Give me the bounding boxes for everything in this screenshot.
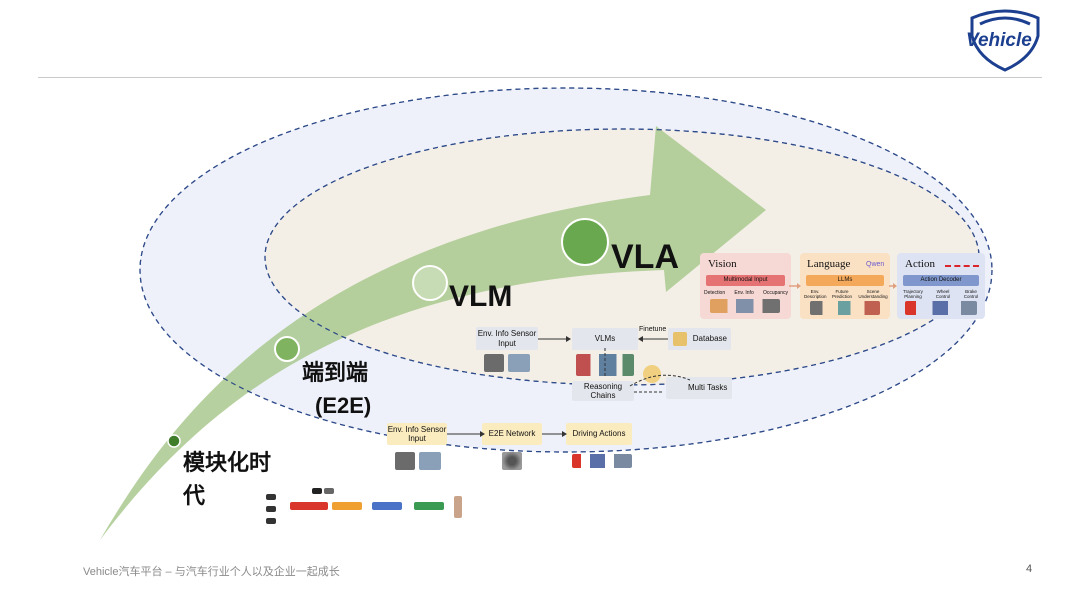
e2e-driving-actions-box: Driving Actions: [566, 423, 632, 445]
lightbulb-icon: [643, 365, 661, 383]
brand-logo: Vehicle: [962, 6, 1048, 72]
e2e-action-icons: [572, 454, 632, 468]
action-items: Trajectory Planning Wheel Control Brake …: [900, 289, 982, 299]
node-modular: [167, 434, 181, 448]
logo-text: Vehicle: [966, 30, 1032, 51]
qwen-brand: Qwen: [866, 261, 885, 268]
e2e-sensor-images: [395, 452, 415, 470]
language-item-scene: Scene Understanding: [858, 289, 888, 299]
vision-item-env: Env. Info: [734, 290, 754, 296]
vlm-env-input-box: Env. Info Sensor Input: [476, 327, 538, 350]
database-label: Database: [692, 334, 727, 344]
vlm-flow-arrows: [538, 336, 668, 342]
action-item-trajectory: Trajectory Planning: [903, 289, 923, 299]
multi-tasks-label: Multi Tasks: [688, 383, 728, 393]
language-sub: LLMs: [806, 275, 884, 286]
vision-item-occupancy: Occupancy: [762, 290, 788, 296]
node-vlm: [412, 265, 448, 301]
stage-modular-line2: 代: [183, 483, 206, 508]
vision-item-detection: Detection: [704, 290, 726, 296]
action-item-wheel: Wheel Control: [935, 289, 951, 299]
database-icon: [673, 332, 687, 346]
e2e-flow-arrows: [447, 431, 567, 437]
shield-logo-icon: [970, 9, 1040, 72]
vlm-sensor-images: [484, 354, 504, 372]
vlm-reasoning-box: Reasoning Chains: [572, 381, 634, 401]
e2e-network-box: E2E Network: [482, 423, 542, 445]
vla-panel-arrows: [789, 283, 897, 289]
stage-modular-line1: 模块化时: [183, 450, 272, 475]
vla-vision-panel: Vision Multimodal Input Detection Env. I…: [700, 253, 791, 319]
e2e-network-icon: [502, 452, 522, 470]
language-item-future: Future Prediction: [831, 289, 852, 299]
node-vla: [561, 218, 609, 266]
modular-pipeline-thumbnail: [266, 484, 466, 530]
action-icons: [905, 301, 977, 315]
language-title: Language: [807, 258, 851, 270]
language-icons: [810, 301, 880, 315]
stage-label-e2e: 端到端 (E2E): [302, 356, 371, 422]
vlm-dashed-links: [604, 348, 691, 393]
action-sub: Action Decoder: [903, 275, 979, 286]
action-title: Action: [905, 258, 935, 270]
vision-sub: Multimodal Input: [706, 275, 785, 286]
action-dashes: [945, 265, 979, 267]
vlm-camera-image: [508, 354, 530, 372]
footer-tagline: Vehicle汽车平台 – 与汽车行业个人以及企业一起成长: [83, 566, 340, 578]
stage-e2e-line2: (E2E): [315, 393, 372, 418]
header-divider: [38, 77, 1042, 78]
vla-language-panel: Language Qwen LLMs Env. Description Futu…: [800, 253, 890, 319]
page-number: 4: [1026, 563, 1033, 575]
vision-title: Vision: [708, 258, 737, 270]
vla-action-panel: Action Action Decoder Trajectory Plannin…: [897, 253, 985, 319]
e2e-camera-image: [419, 452, 441, 470]
vision-icons: [710, 299, 780, 313]
action-item-brake: Brake Control: [963, 289, 979, 299]
node-e2e: [274, 336, 300, 362]
vlm-vlms-box: VLMs: [572, 328, 638, 350]
stage-label-vla: VLA: [611, 238, 679, 276]
stage-label-vlm: VLM: [449, 280, 513, 313]
stage-e2e-line1: 端到端: [302, 360, 369, 385]
stage-label-modular: 模块化时 代: [183, 446, 271, 512]
e2e-env-input-box: Env. Info Sensor Input: [387, 423, 447, 445]
vlm-multi-tasks-box: Multi Tasks: [666, 377, 732, 399]
language-items: Env. Description Future Prediction Scene…: [804, 289, 888, 299]
language-item-env: Env. Description: [804, 289, 827, 299]
outer-ellipse-dash-overlay: [139, 87, 993, 453]
finetune-label: Finetune: [639, 326, 667, 333]
vision-items: Detection Env. Info Occupancy: [704, 290, 788, 296]
